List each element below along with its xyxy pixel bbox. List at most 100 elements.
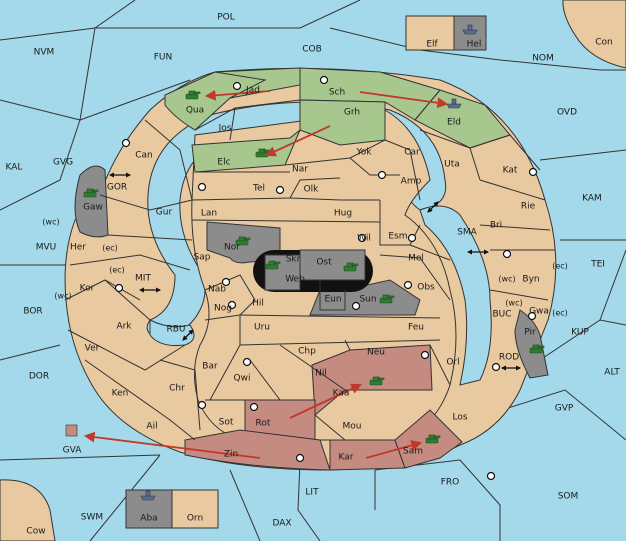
label-bor: BOR [23, 307, 42, 317]
supply-center-icon [121, 138, 131, 148]
label-gaw: Gaw [83, 203, 103, 213]
label-con: Con [595, 38, 613, 48]
region-elf[interactable] [405, 15, 455, 51]
label-uta: Uta [444, 160, 460, 170]
supply-center-icon [491, 362, 501, 372]
label-wc-kor: (wc) [54, 292, 71, 301]
supply-center-icon [114, 283, 124, 293]
supply-center-icon [527, 311, 537, 321]
label-sap: Sap [194, 253, 211, 263]
label-amp: Amp [401, 177, 422, 187]
label-kup: KUP [571, 328, 589, 338]
label-mvu: MVU [36, 243, 57, 253]
units [83, 90, 545, 444]
tank-icon [343, 262, 359, 272]
label-bri: Bri [490, 221, 502, 231]
label-rbu: RBU [166, 325, 185, 335]
label-orl: Orl [446, 358, 459, 368]
fleets [65, 24, 478, 501]
label-buc: BUC [492, 310, 511, 320]
label-pir: Pir [524, 328, 536, 338]
region-elc[interactable] [191, 129, 301, 173]
supply-center-icon [502, 249, 512, 259]
region-cow[interactable] [0, 479, 56, 541]
tank-icon [529, 344, 545, 354]
label-elc: Elc [217, 158, 230, 168]
label-som: SOM [558, 492, 579, 502]
label-los: Los [452, 413, 467, 423]
label-kar: Kar [339, 453, 354, 463]
region-grh[interactable] [299, 99, 386, 146]
label-hug: Hug [334, 209, 352, 219]
label-ec-byn: (ec) [552, 262, 568, 271]
label-gvg: GVG [53, 158, 73, 168]
move-arrows [83, 89, 449, 459]
label-ec-her: (ec) [102, 244, 118, 253]
label-cow: Cow [26, 527, 45, 537]
label-zin: Zin [224, 450, 238, 460]
label-pol: POL [217, 13, 235, 23]
label-nab: Nab [208, 285, 226, 295]
label-wc-gwa: (wc) [505, 299, 522, 308]
supply-center-icon [407, 233, 417, 243]
label-cob: COB [302, 45, 322, 55]
supply-center-icon [275, 185, 285, 195]
region-labels: POL NVM FUN COB NOM Con Elf Hel OVD KAL … [6, 13, 621, 537]
label-esm: Esm [388, 232, 407, 242]
label-fro: FRO [441, 478, 460, 488]
label-kat: Kat [503, 166, 518, 176]
supply-center-icon [528, 167, 538, 177]
label-skr: Skr [286, 255, 301, 265]
tank-icon [369, 376, 385, 386]
tank-icon [235, 236, 251, 246]
supply-center-icon [486, 471, 496, 481]
supply-center-icon [242, 357, 252, 367]
label-sma: SMA [457, 228, 477, 238]
label-nom: NOM [532, 54, 554, 64]
region-ost[interactable] [299, 249, 366, 281]
label-bar: Bar [202, 362, 218, 372]
supply-center-icon [197, 182, 207, 192]
label-kor: Kor [80, 284, 95, 294]
label-obs: Obs [417, 283, 435, 293]
label-chp: Chp [298, 347, 316, 357]
label-mit: MIT [135, 274, 151, 284]
supply-center-icon [197, 400, 207, 410]
label-her: Her [70, 243, 86, 253]
label-web: Web [285, 275, 305, 285]
label-tel: Tel [252, 184, 265, 194]
tank-icon [265, 260, 281, 270]
region-gaw[interactable] [74, 165, 109, 238]
label-nil: Nil [315, 369, 327, 379]
label-orn: Orn [187, 514, 203, 524]
label-qua: Qua [186, 106, 204, 116]
supply-center-icon [319, 75, 329, 85]
label-hil: Hil [252, 299, 264, 309]
label-kam: KAM [582, 194, 602, 204]
label-tei: TEI [590, 260, 605, 270]
label-swm: SWM [81, 513, 103, 523]
supply-center-icon [295, 453, 305, 463]
region-con[interactable] [562, 0, 626, 69]
region-gva-marker [65, 424, 78, 437]
label-gva: GVA [63, 446, 83, 456]
label-jos: Jos [218, 124, 232, 134]
province-lines [64, 99, 555, 441]
label-sot: Sot [219, 418, 234, 428]
label-dax: DAX [272, 519, 291, 529]
label-alt: ALT [604, 368, 620, 378]
label-sch: Sch [329, 88, 345, 98]
supply-center-icon [221, 277, 231, 287]
label-ec-gwa: (ec) [552, 309, 568, 318]
region-orn[interactable] [171, 489, 219, 529]
label-lan: Lan [201, 209, 217, 219]
supply-center-icon [403, 280, 413, 290]
supply-center-icon [351, 301, 361, 311]
double-arrow-icon [427, 201, 439, 213]
label-nog: Nog [214, 304, 232, 314]
label-wc-byn: (wc) [498, 275, 515, 284]
supply-center-icon [420, 350, 430, 360]
label-gwa: Gwa [529, 307, 549, 317]
label-wil: Wil [357, 234, 371, 244]
